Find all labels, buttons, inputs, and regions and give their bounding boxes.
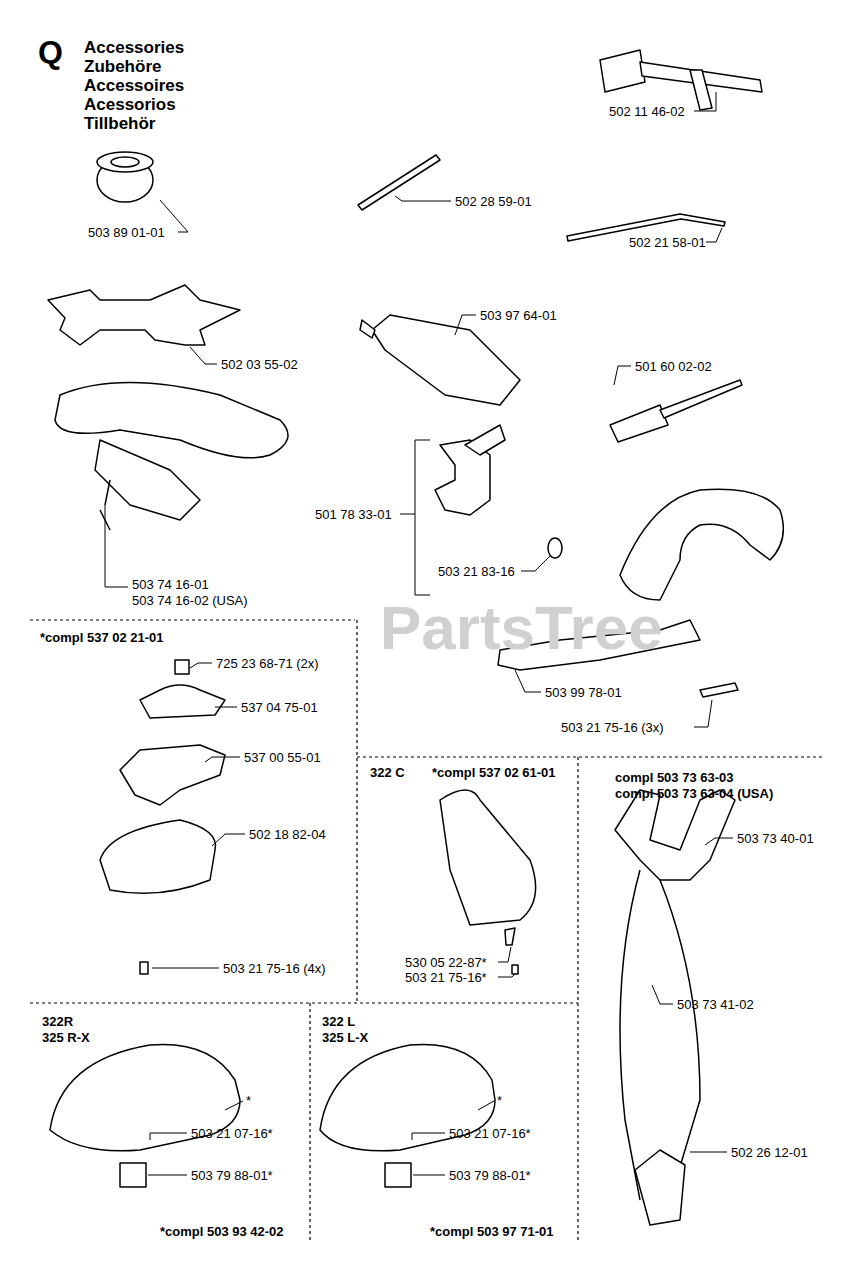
part-number: 502 21 58-01: [629, 235, 706, 250]
part-number: 502 11 46-02: [609, 104, 685, 119]
section-heading: compl 503 73 63-03: [615, 770, 734, 785]
part-number: 503 97 64-01: [480, 308, 557, 323]
part-number: 503 21 75-16 (3x): [561, 720, 664, 735]
section-heading: *compl 537 02 61-01: [432, 765, 556, 780]
part-number: 725 23 68-71 (2x): [216, 656, 319, 671]
section-letter: Q: [38, 34, 63, 71]
part-number: 503 21 75-16 (4x): [223, 961, 326, 976]
footnote-mark: *: [246, 1093, 251, 1108]
part-number: 503 21 07-16*: [449, 1126, 531, 1141]
watermark: PartsTree: [380, 592, 663, 663]
part-number: 537 00 55-01: [244, 750, 321, 765]
part-number: 503 74 16-01: [132, 577, 209, 592]
model-name: 325 R-X: [42, 1030, 90, 1045]
model-name: 322R: [42, 1014, 73, 1029]
model-name: 322 C: [370, 765, 405, 780]
part-number: 502 26 12-01: [731, 1145, 808, 1160]
model-name: 322 L: [322, 1014, 355, 1029]
part-number: 503 73 40-01: [737, 831, 814, 846]
part-number: 503 73 41-02: [677, 997, 754, 1012]
part-number: 501 60 02-02: [635, 359, 712, 374]
section-divider: [30, 620, 822, 1240]
part-number: 503 79 88-01*: [449, 1168, 531, 1183]
part-number: 502 03 55-02: [221, 357, 298, 372]
section-heading: compl 503 73 63-04 (USA): [615, 786, 773, 801]
part-number: 502 28 59-01: [455, 194, 532, 209]
leader-lines: [105, 92, 733, 1175]
part-number: 503 79 88-01*: [191, 1168, 273, 1183]
part-number: 503 74 16-02 (USA): [132, 593, 248, 608]
part-number: 537 04 75-01: [241, 700, 318, 715]
part-number: 501 78 33-01: [315, 507, 392, 522]
footnote-mark: *: [497, 1093, 502, 1108]
section-heading: *compl 503 93 42-02: [160, 1224, 284, 1239]
section-heading: *compl 537 02 21-01: [40, 630, 164, 645]
part-number: 502 18 82-04: [249, 827, 326, 842]
part-number: 503 21 83-16: [438, 564, 515, 579]
part-number: 503 99 78-01: [545, 685, 622, 700]
part-number: 503 21 75-16*: [405, 970, 487, 985]
page-title: Accessories Zubehöre Accessoires Acessor…: [84, 38, 204, 133]
part-number: 503 21 07-16*: [191, 1126, 273, 1141]
section-heading: *compl 503 97 71-01: [430, 1224, 554, 1239]
part-number: 503 89 01-01: [88, 225, 165, 240]
part-number: 530 05 22-87*: [405, 955, 487, 970]
model-name: 325 L-X: [322, 1030, 368, 1045]
